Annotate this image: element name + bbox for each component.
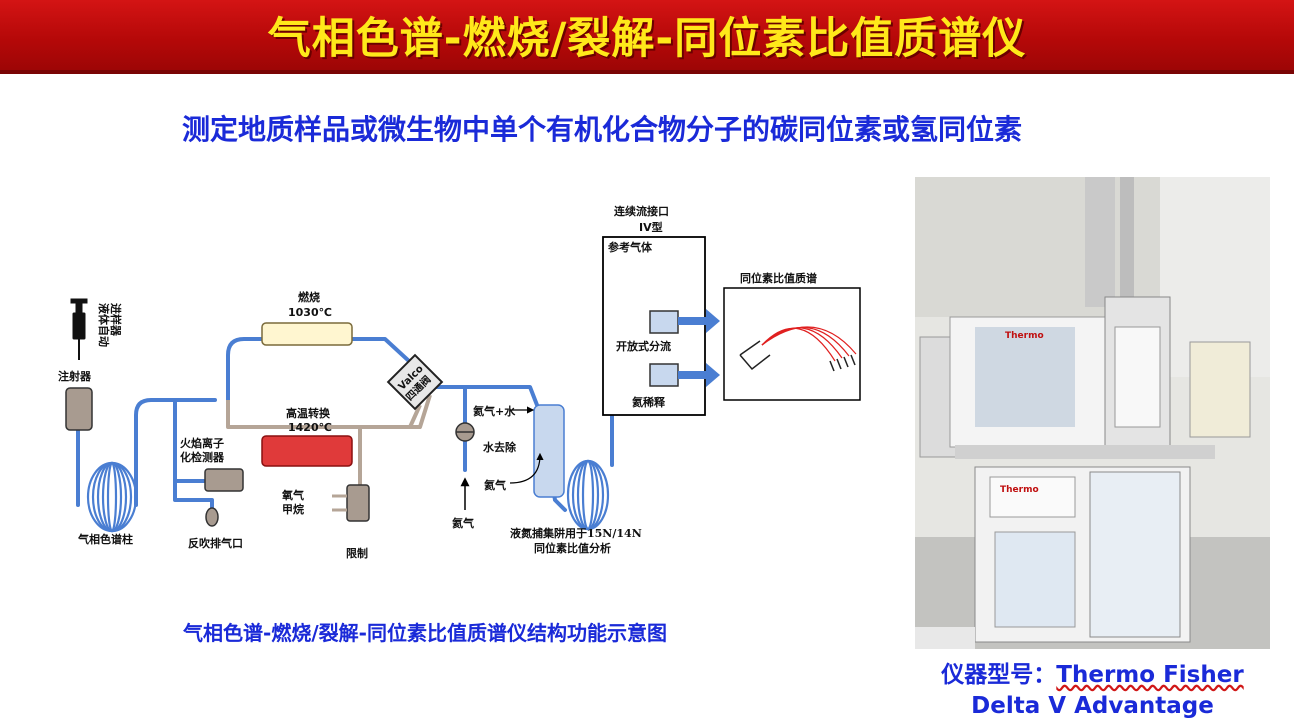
label-interface-2: IV型 bbox=[639, 220, 663, 234]
label-irms: 同位素比值质谱 bbox=[740, 271, 817, 285]
fid-block bbox=[204, 468, 244, 492]
model-label: 仪器型号： bbox=[941, 662, 1057, 688]
model-name: Delta V Advantage bbox=[971, 693, 1214, 719]
label-water-removal: 水去除 bbox=[483, 440, 517, 454]
nafion-tube bbox=[533, 404, 565, 498]
label-he-dilution: 氦稀释 bbox=[632, 395, 666, 409]
instrument-photo: Thermo Thermo bbox=[915, 177, 1270, 649]
label-autosampler-2: 进样器 bbox=[109, 303, 123, 337]
label-trap-2: 同位素比值分析 bbox=[534, 541, 611, 555]
valco-valve bbox=[386, 353, 444, 411]
label-open-split: 开放式分流 bbox=[616, 339, 671, 353]
label-interface-1: 连续流接口 bbox=[614, 204, 669, 218]
model-brand: Thermo Fisher bbox=[1056, 662, 1244, 688]
schematic-diagram: 液体自动 进样器 注射器 气相色谱柱 火焰离子 化检测器 反吹排气口 燃烧 10… bbox=[58, 204, 861, 560]
page-title: 气相色谱-燃烧/裂解-同位素比值质谱仪 bbox=[267, 14, 1027, 64]
pyrolysis-reactor bbox=[261, 435, 353, 467]
open-split-ref bbox=[649, 310, 679, 334]
photo-brand-lower: Thermo bbox=[1000, 485, 1039, 495]
photo-brand-upper: Thermo bbox=[1005, 331, 1044, 341]
backflush-valve bbox=[205, 507, 219, 527]
label-trap-1: 液氮捕集阱用于15N/14N bbox=[510, 526, 642, 540]
irms-box bbox=[723, 287, 861, 401]
label-pyrolysis: 高温转换 bbox=[286, 406, 331, 420]
title-banner bbox=[0, 0, 1294, 74]
label-methane: 甲烷 bbox=[282, 502, 304, 516]
page-subtitle: 测定地质样品或微生物中单个有机化合物分子的碳同位素或氢同位素 bbox=[181, 113, 1022, 146]
label-autosampler-1: 液体自动 bbox=[97, 303, 111, 347]
label-combustion-temp: 1030℃ bbox=[288, 306, 332, 319]
trap-coil bbox=[566, 459, 610, 531]
label-fid-2: 化检测器 bbox=[180, 450, 225, 464]
restrictor-block bbox=[346, 484, 370, 522]
combustion-reactor bbox=[261, 322, 353, 346]
label-oxygen: 氧气 bbox=[281, 488, 304, 502]
flow-arrows bbox=[678, 309, 720, 387]
gc-coil bbox=[86, 461, 138, 533]
diagram-caption: 气相色谱-燃烧/裂解-同位素比值质谱仪结构功能示意图 bbox=[183, 621, 667, 645]
open-split-sample bbox=[649, 363, 679, 387]
label-combustion: 燃烧 bbox=[297, 290, 320, 304]
label-pyrolysis-temp: 1420℃ bbox=[288, 421, 332, 434]
injector-block bbox=[65, 387, 93, 431]
label-helium-bottom: 氦气 bbox=[452, 516, 474, 530]
syringe-icon bbox=[70, 298, 88, 360]
label-he-water: 氦气+水 bbox=[473, 404, 516, 418]
label-backflush: 反吹排气口 bbox=[188, 536, 243, 550]
label-injector: 注射器 bbox=[58, 369, 92, 383]
label-gc-column: 气相色谱柱 bbox=[77, 532, 133, 546]
label-restriction: 限制 bbox=[346, 546, 368, 560]
irms-sketch bbox=[739, 340, 856, 372]
label-ref-gas: 参考气体 bbox=[608, 240, 653, 254]
blue-gas-lines bbox=[76, 243, 682, 517]
instrument-model: 仪器型号：Thermo Fisher Delta V Advantage bbox=[915, 660, 1270, 722]
label-helium-in: 氦气 bbox=[484, 478, 506, 492]
irms-beams bbox=[761, 326, 857, 362]
label-fid-1: 火焰离子 bbox=[180, 436, 224, 450]
